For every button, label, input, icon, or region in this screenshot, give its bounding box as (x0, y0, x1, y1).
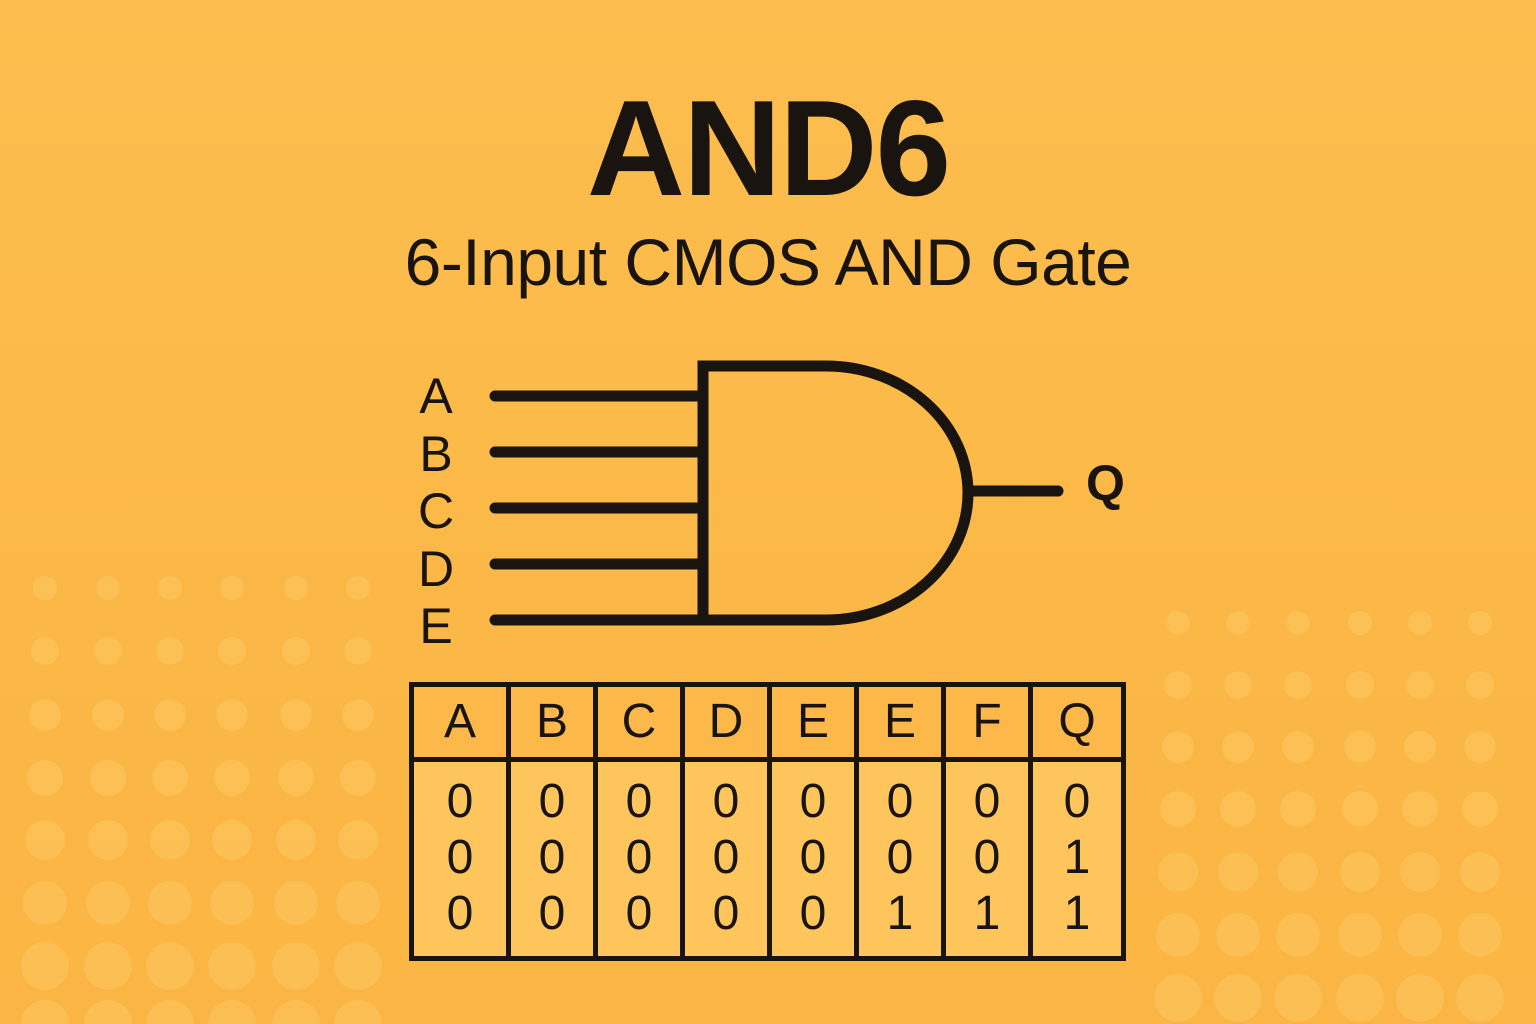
table-row: 0 0 0 0 0 1 1 1 (411, 886, 1124, 959)
header-d: D (680, 684, 770, 762)
cell: 0 (680, 759, 770, 830)
cell: 1 (854, 886, 944, 959)
cell: 0 (593, 759, 683, 830)
table-row: 0 0 0 0 0 0 0 0 (411, 759, 1124, 830)
cell: 0 (411, 886, 509, 959)
cell: 0 (411, 830, 509, 886)
header-e-duplicate: E (854, 684, 944, 762)
cell: 0 (854, 759, 944, 830)
cell: 0 (680, 886, 770, 959)
cell: 0 (767, 830, 857, 886)
header-a: A (411, 684, 509, 762)
cell: 1 (1028, 830, 1124, 886)
cell: 0 (506, 830, 596, 886)
header-e: E (767, 684, 857, 762)
cell: 1 (941, 886, 1031, 959)
cell: 0 (593, 886, 683, 959)
cell: 0 (767, 759, 857, 830)
header-q: Q (1028, 684, 1124, 762)
truth-table-header-row: A B C D E E F Q (411, 684, 1124, 762)
cell: 0 (680, 830, 770, 886)
cell: 1 (1028, 886, 1124, 959)
input-label-e: E (419, 598, 453, 654)
cell: 0 (411, 759, 509, 830)
cell: 0 (941, 759, 1031, 830)
cell: 0 (1028, 759, 1124, 830)
header-f: F (941, 684, 1031, 762)
truth-table: A B C D E E F Q 0 0 0 0 0 0 0 0 0 0 0 0 … (409, 682, 1126, 961)
cell: 0 (593, 830, 683, 886)
header-c: C (593, 684, 683, 762)
table-row: 0 0 0 0 0 0 0 1 (411, 830, 1124, 886)
header-b: B (506, 684, 596, 762)
cell: 0 (506, 759, 596, 830)
cell: 0 (854, 830, 944, 886)
cell: 0 (941, 830, 1031, 886)
page-title: AND6 (586, 72, 951, 224)
input-label-d: D (417, 541, 455, 597)
output-label-q: Q (1086, 455, 1125, 511)
input-label-a: A (419, 368, 453, 424)
cell: 0 (506, 886, 596, 959)
input-label-c: C (417, 483, 455, 539)
page-subtitle: 6-Input CMOS AND Gate (404, 225, 1132, 299)
gate-body (697, 360, 974, 626)
input-label-b: B (419, 426, 453, 482)
cell: 0 (767, 886, 857, 959)
